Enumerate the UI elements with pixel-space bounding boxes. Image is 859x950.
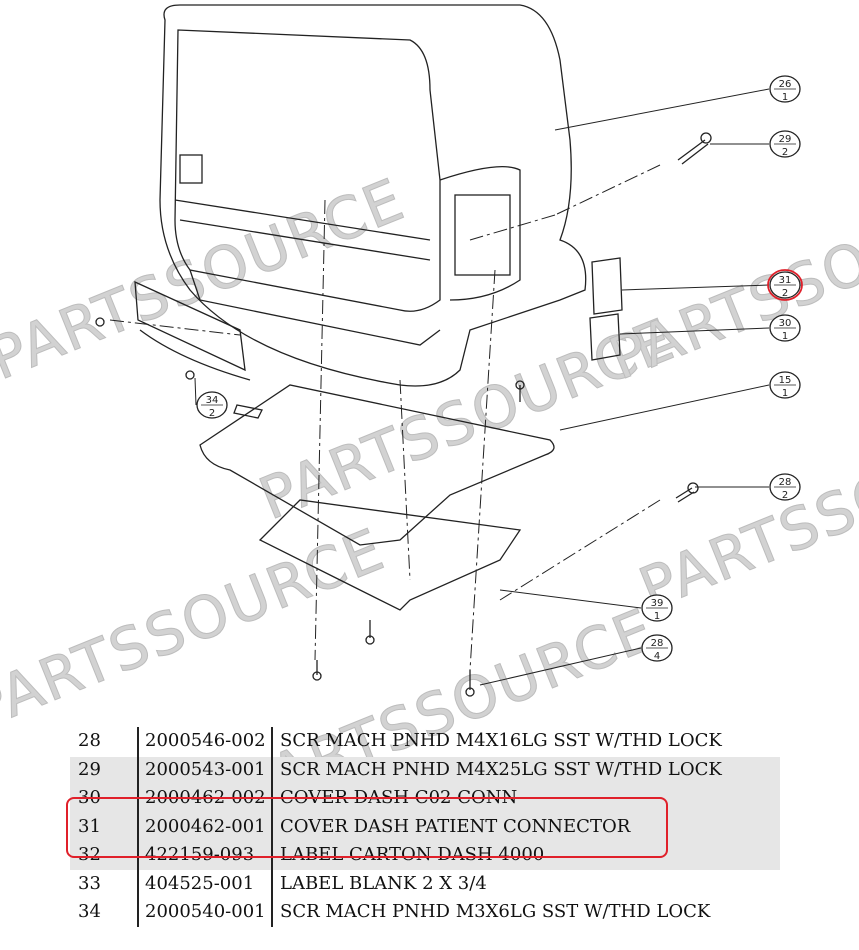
balloon-qty: 1 (782, 331, 788, 342)
description: LABEL BLANK 2 X 3/4 (280, 873, 487, 894)
balloon-highlight (767, 269, 803, 301)
balloon-qty: 1 (782, 388, 788, 399)
balloon-item-34: 342 (196, 391, 228, 419)
leader-line (621, 284, 770, 291)
part-number: 2000543-001 (145, 759, 266, 780)
balloon-item: 31 (779, 275, 792, 286)
part-number: 2000540-001 (145, 901, 266, 922)
screws (95, 132, 712, 697)
item-number: 34 (78, 901, 101, 922)
patient-connector-covers (589, 257, 623, 361)
leader-line (499, 589, 642, 609)
leader-line (559, 384, 770, 431)
balloon-qty: 2 (782, 288, 788, 299)
column-divider (137, 727, 139, 927)
description: SCR MACH PNHD M4X16LG SST W/THD LOCK (280, 730, 722, 751)
description: SCR MACH PNHD M4X25LG SST W/THD LOCK (280, 759, 722, 780)
leader-line (479, 647, 642, 686)
balloon-qty: 4 (654, 651, 660, 662)
part-number: 2000462-001 (145, 816, 266, 837)
balloon-item: 28 (651, 638, 664, 649)
base-plate (199, 384, 555, 611)
balloon-item: 26 (779, 79, 792, 90)
balloon-item-28: 282 (769, 473, 801, 501)
balloon-qty: 2 (209, 408, 215, 419)
left-bracket (134, 280, 251, 381)
leader-lines (194, 88, 770, 686)
part-number: 2000546-002 (145, 730, 266, 751)
balloon-qty: 2 (782, 147, 788, 158)
highlight-box (66, 797, 668, 858)
balloon-item: 28 (779, 477, 792, 488)
balloon-item-29: 292 (769, 130, 801, 158)
balloon-item: 15 (779, 375, 792, 386)
balloon-item: 34 (206, 395, 219, 406)
item-number: 29 (78, 759, 101, 780)
item-number: 28 (78, 730, 101, 751)
column-divider (271, 727, 273, 927)
balloon-item-15: 151 (769, 371, 801, 399)
balloon-qty: 2 (782, 490, 788, 501)
leader-line (194, 377, 197, 406)
balloon-item-31: 312 (767, 269, 803, 301)
monitor-housing (159, 4, 587, 387)
leader-line (619, 327, 770, 335)
balloon-item: 30 (779, 318, 792, 329)
balloon-item: 29 (779, 134, 792, 145)
balloon-item-30: 301 (769, 314, 801, 342)
item-number: 32 (78, 844, 101, 865)
leader-line (554, 88, 770, 131)
description: SCR MACH PNHD M3X6LG SST W/THD LOCK (280, 901, 711, 922)
balloon-item-26: 261 (769, 75, 801, 103)
part-number: 404525-001 (145, 873, 255, 894)
balloon-item-28: 284 (641, 634, 673, 662)
item-number: 31 (78, 816, 101, 837)
balloon-item: 39 (651, 598, 664, 609)
balloon-qty: 1 (782, 92, 788, 103)
item-number: 33 (78, 873, 101, 894)
balloon-item-39: 391 (641, 594, 673, 622)
description: COVER DASH PATIENT CONNECTOR (280, 816, 631, 837)
balloon-qty: 1 (654, 611, 660, 622)
description: LABEL CARTON DASH 4000 (280, 844, 545, 865)
part-number: 422159-093 (145, 844, 255, 865)
centerlines (109, 164, 661, 671)
